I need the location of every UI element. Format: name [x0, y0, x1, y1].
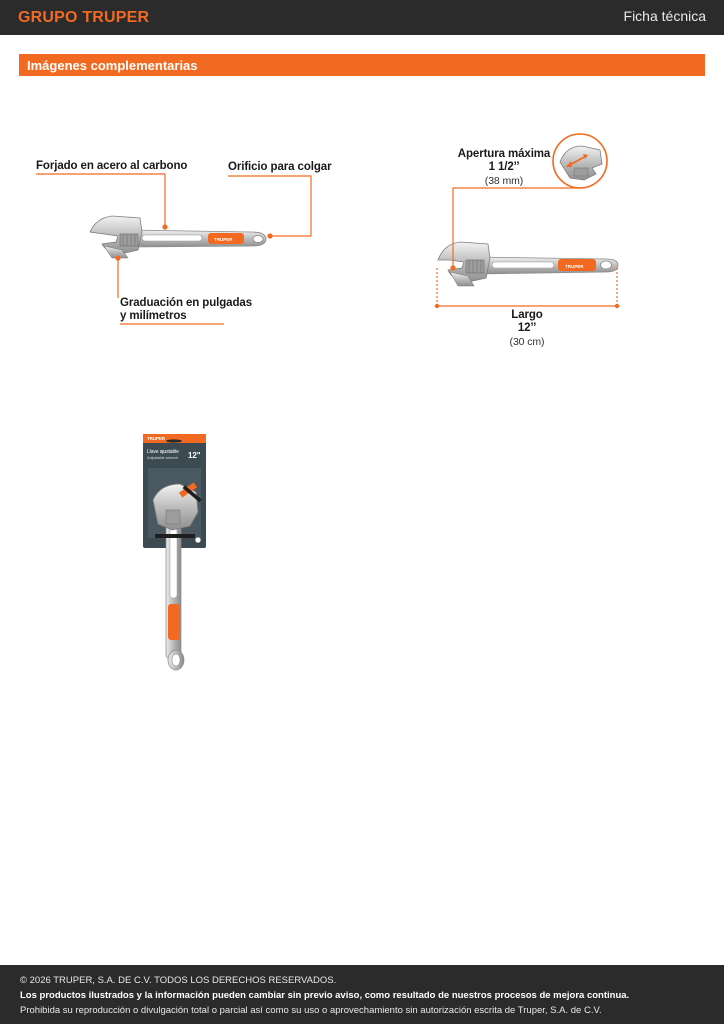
- callout-graduation-line2: y milímetros: [120, 310, 187, 322]
- svg-text:TRUPER: TRUPER: [565, 264, 584, 269]
- package-brand: TRUPER: [147, 436, 165, 441]
- callout-graduation-line1: Graduación en pulgadas: [120, 297, 252, 309]
- max-opening-label: Apertura máxima: [457, 148, 551, 160]
- wrench-dimensions-image: TRUPER: [437, 241, 619, 287]
- length-label: Largo: [511, 309, 543, 321]
- section-header: Imágenes complementarias: [19, 54, 705, 76]
- callout-leaders-features: [36, 173, 312, 325]
- package-name-es: Llave ajustable: [147, 449, 179, 455]
- package-size: 12": [188, 451, 201, 460]
- max-opening-inches: 1 1/2’’: [488, 161, 520, 173]
- brand-logo: GRUPO TRUPER: [18, 9, 150, 26]
- package-name-en: Adjustable wrench: [147, 455, 178, 460]
- max-opening-detail: [552, 133, 608, 189]
- footer: © 2026 TRUPER, S.A. DE C.V. TODOS LOS DE…: [0, 965, 724, 1024]
- length-inches: 12’’: [517, 322, 537, 334]
- packaged-product-image: [143, 434, 206, 671]
- callout-markers-features: [115, 224, 273, 261]
- footer-prohibition: Prohibida su reproducción o divulgación …: [20, 1005, 602, 1016]
- callout-material: Forjado en acero al carbono: [36, 160, 188, 172]
- callout-leaders-dimensions: [436, 187, 618, 307]
- section-title: Imágenes complementarias: [27, 58, 198, 73]
- document-type: Ficha técnica: [623, 8, 706, 24]
- footer-notice: Los productos ilustrados y la informació…: [20, 990, 630, 1001]
- wrench-features-image: TRUPER: [89, 215, 267, 259]
- callout-hang-hole: Orificio para colgar: [228, 161, 332, 173]
- footer-copyright: © 2026 TRUPER, S.A. DE C.V. TODOS LOS DE…: [20, 975, 337, 986]
- header-bar: GRUPO TRUPER Ficha técnica: [0, 0, 724, 35]
- svg-text:TRUPER: TRUPER: [214, 237, 233, 242]
- max-opening-mm: (38 mm): [484, 175, 524, 187]
- callout-markers-dimensions: [434, 265, 620, 309]
- length-cm: (30 cm): [509, 336, 545, 348]
